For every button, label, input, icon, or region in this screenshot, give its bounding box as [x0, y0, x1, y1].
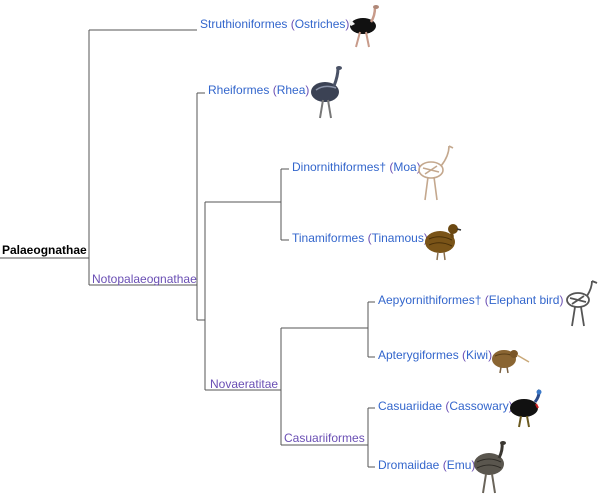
taxon-name: Dinornithiformes†: [292, 160, 387, 174]
elephant-bird-skeleton-icon: [566, 280, 598, 327]
clade-label-notopalaeognathae: Notopalaeognathae: [92, 272, 197, 286]
rhea-icon: [311, 66, 342, 119]
taxon-label-dinornithiformes: Dinornithiformes† (Moa): [292, 160, 421, 174]
taxon-label-dromaiidae: Dromaiidae (Emu): [378, 458, 476, 472]
taxon-name: Tinamiformes: [292, 231, 365, 245]
cassowary-icon: [510, 389, 542, 428]
taxon-label-apterygiformes: Apterygiformes (Kiwi): [378, 348, 493, 362]
taxon-name: Aepyornithiformes†: [378, 293, 482, 307]
moa-skeleton-icon: [418, 145, 454, 201]
tinamou-icon: [425, 224, 462, 261]
taxon-name: Struthioniformes: [200, 17, 288, 31]
taxon-common-name: Emu: [446, 458, 472, 472]
taxon-name: Apterygiformes: [378, 348, 459, 362]
taxon-name: Casuariidae: [378, 399, 443, 413]
taxon-label-casuariidae: Casuariidae (Cassowary): [378, 399, 513, 413]
taxon-label-aepyornithiformes: Aepyornithiformes† (Elephant bird): [378, 293, 564, 307]
clade-label-casuariiformes: Casuariiformes: [284, 431, 365, 445]
root-label: Palaeognathae: [2, 243, 87, 257]
taxon-common-name: Ostriches: [294, 17, 346, 31]
taxon-common-name: Cassowary: [449, 399, 509, 413]
emu-icon: [474, 441, 506, 494]
taxon-label-struthioniformes: Struthioniformes (Ostriches): [200, 17, 350, 31]
taxon-name: Dromaiidae: [378, 458, 440, 472]
kiwi-icon: [492, 350, 530, 374]
taxon-common-name: Tinamous: [371, 231, 424, 245]
taxon-common-name: Elephant bird: [488, 293, 560, 307]
taxon-label-tinamiformes: Tinamiformes (Tinamous): [292, 231, 428, 245]
taxon-label-rheiformes: Rheiformes (Rhea): [208, 83, 310, 97]
taxon-common-name: Rhea: [276, 83, 306, 97]
ostrich-icon: [348, 5, 379, 48]
taxon-name: Rheiformes: [208, 83, 270, 97]
clade-label-novaeratitae: Novaeratitae: [210, 377, 279, 391]
taxon-common-name: Moa: [393, 160, 417, 174]
taxon-common-name: Kiwi: [466, 348, 489, 362]
